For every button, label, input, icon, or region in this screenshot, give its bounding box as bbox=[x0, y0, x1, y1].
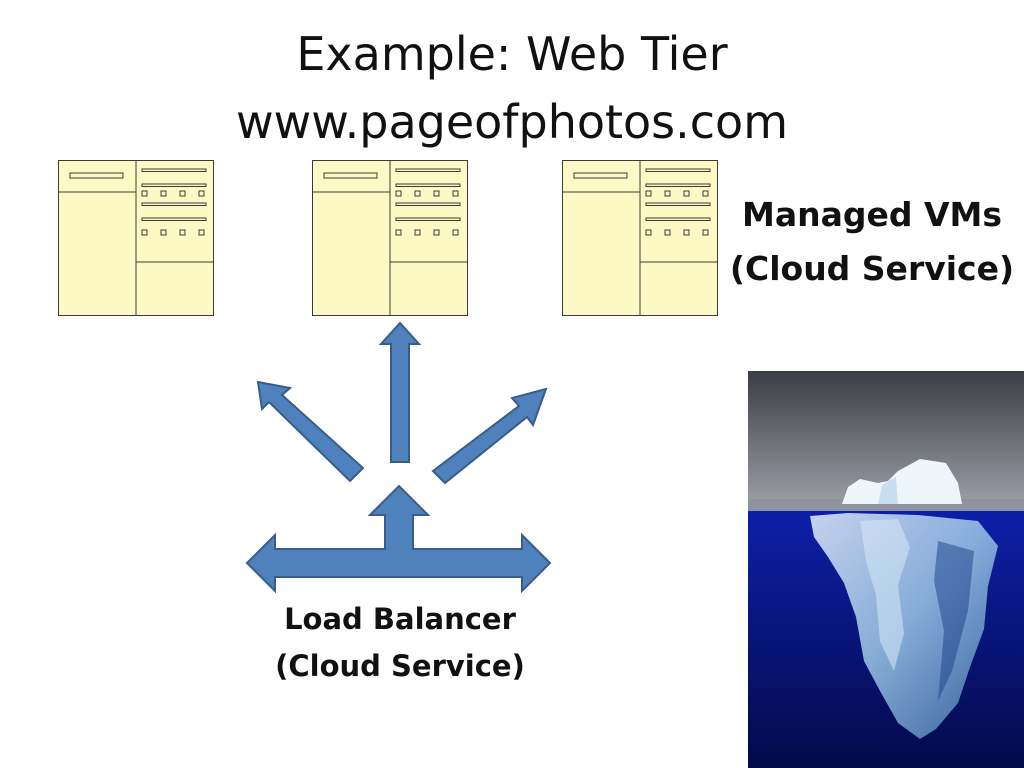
server-dot bbox=[160, 229, 167, 236]
server-dot bbox=[645, 190, 652, 197]
server-dot bbox=[452, 190, 459, 197]
server-text-line bbox=[395, 183, 461, 187]
server-text-line bbox=[141, 202, 207, 206]
server-text-line bbox=[645, 202, 711, 206]
server-dot bbox=[433, 190, 440, 197]
server-dot bbox=[702, 229, 709, 236]
server-dot bbox=[141, 190, 148, 197]
server-dot bbox=[452, 229, 459, 236]
server-dot bbox=[645, 229, 652, 236]
server-text-line bbox=[141, 217, 207, 221]
server-dot bbox=[198, 190, 205, 197]
server-dot bbox=[683, 229, 690, 236]
server-dot bbox=[179, 229, 186, 236]
server-dot bbox=[702, 190, 709, 197]
managed-vms-label: Managed VMs bbox=[741, 195, 1002, 234]
server-header-bar bbox=[323, 172, 378, 179]
server-icon bbox=[312, 160, 468, 316]
slide-title-line-1: Example: Web Tier bbox=[296, 27, 728, 81]
server-text-line bbox=[395, 168, 461, 172]
slide-title-line-2: www.pageofphotos.com bbox=[236, 95, 788, 149]
arrow-to-server-1 bbox=[256, 380, 365, 483]
server-header-bar bbox=[69, 172, 124, 179]
load-balancer-sublabel: (Cloud Service) bbox=[275, 649, 525, 683]
arrow-to-server-2 bbox=[378, 321, 422, 463]
server-header-bar bbox=[573, 172, 628, 179]
managed-vms-sublabel: (Cloud Service) bbox=[729, 249, 1015, 288]
load-balancer-arrow bbox=[245, 484, 552, 594]
server-icon bbox=[58, 160, 214, 316]
server-dot bbox=[160, 190, 167, 197]
server-text-line bbox=[645, 183, 711, 187]
server-dot bbox=[414, 229, 421, 236]
server-dot bbox=[395, 229, 402, 236]
server-dot bbox=[179, 190, 186, 197]
server-icon bbox=[562, 160, 718, 316]
arrow-to-server-3 bbox=[431, 387, 548, 485]
server-dot bbox=[664, 190, 671, 197]
server-dot bbox=[198, 229, 205, 236]
server-dot bbox=[664, 229, 671, 236]
server-dot bbox=[433, 229, 440, 236]
iceberg-photo bbox=[748, 371, 1024, 768]
server-text-line bbox=[645, 168, 711, 172]
server-text-line bbox=[141, 168, 207, 172]
server-dot bbox=[683, 190, 690, 197]
server-dot bbox=[414, 190, 421, 197]
server-text-line bbox=[395, 202, 461, 206]
server-text-line bbox=[395, 217, 461, 221]
server-text-line bbox=[141, 183, 207, 187]
server-text-line bbox=[645, 217, 711, 221]
load-balancer-label: Load Balancer bbox=[284, 602, 516, 636]
server-dot bbox=[141, 229, 148, 236]
server-dot bbox=[395, 190, 402, 197]
